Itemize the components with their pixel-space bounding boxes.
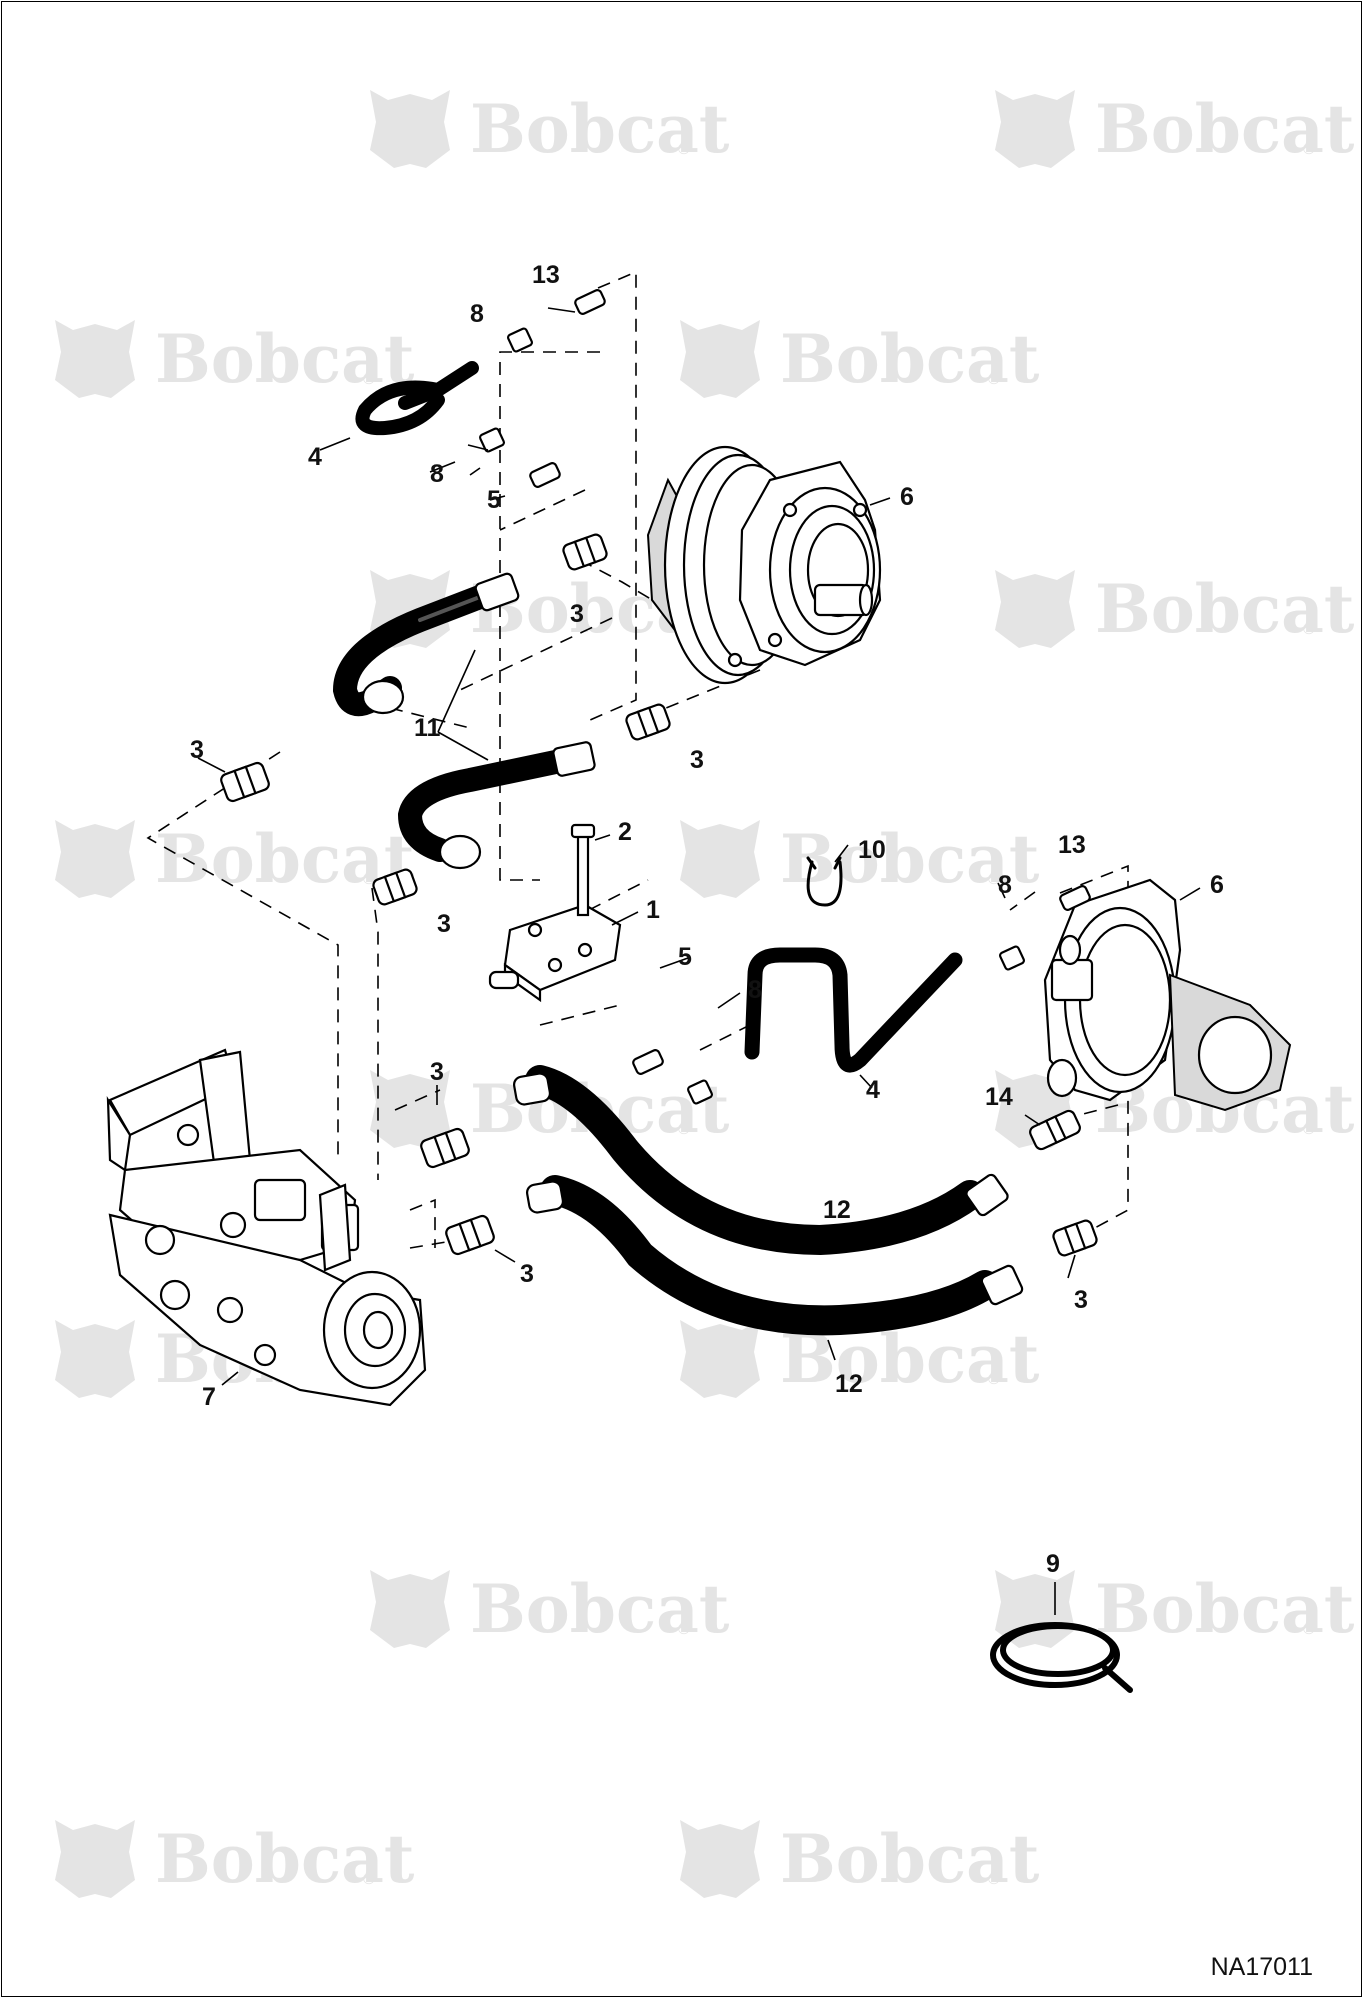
callout-10: 10: [858, 836, 886, 864]
bobcat-logo-icon: [995, 570, 1075, 648]
callout-3-b: 3: [190, 736, 204, 764]
callout-3-a: 3: [570, 600, 584, 628]
watermark-brand-text: Bobcat: [780, 320, 1040, 398]
bobcat-logo-icon: [680, 1320, 760, 1398]
callout-3-c: 3: [690, 746, 704, 774]
bobcat-logo-icon: [55, 820, 135, 898]
case-drain-hose-lower: [744, 947, 963, 1073]
callout-12-upper: 12: [823, 1196, 851, 1224]
bobcat-logo-icon: [370, 90, 450, 168]
bobcat-logo-icon: [680, 820, 760, 898]
watermark-brand-text: Bobcat: [1095, 1570, 1355, 1648]
watermark-registered-mark: ®: [678, 141, 690, 158]
hydraulic-hoses-11: [332, 572, 596, 870]
callout-8-upper-b: 8: [430, 460, 444, 488]
watermark-registered-mark: ®: [1303, 1121, 1315, 1138]
coiled-hose: [990, 1622, 1133, 1693]
callout-8-lower-a: 8: [998, 871, 1012, 899]
watermark-brand-text: Bobcat: [155, 820, 415, 898]
bobcat-watermark: Bobcat®: [370, 1570, 730, 1648]
callout-5-upper: 5: [487, 486, 501, 514]
watermark-registered-mark: ®: [363, 371, 375, 388]
callout-6-lower: 6: [1210, 871, 1224, 899]
callout-3-d: 3: [437, 910, 451, 938]
drive-motor-upper: [646, 445, 882, 685]
callout-4-lower: 4: [866, 1076, 880, 1104]
callout-13-lower: 13: [1058, 831, 1086, 859]
watermark-registered-mark: ®: [988, 1871, 1000, 1888]
bobcat-watermark: Bobcat®: [370, 90, 730, 168]
watermark-brand-text: Bobcat: [1095, 90, 1355, 168]
watermark-registered-mark: ®: [363, 871, 375, 888]
watermark-registered-mark: ®: [988, 871, 1000, 888]
callout-8-lower-b: 8: [748, 976, 762, 1004]
leader-lines: [197, 307, 1201, 1615]
callout-7: 7: [202, 1383, 216, 1411]
bobcat-logo-icon: [55, 320, 135, 398]
bobcat-watermark: Bobcat®: [55, 320, 415, 398]
callout-3-f: 3: [520, 1260, 534, 1288]
watermark-brand-text: Bobcat: [155, 320, 415, 398]
bobcat-watermark: Bobcat®: [55, 820, 415, 898]
callout-2: 2: [618, 818, 632, 846]
watermark-registered-mark: ®: [1303, 621, 1315, 638]
watermark-brand-text: Bobcat: [155, 1820, 415, 1898]
hose-clamp: [806, 856, 843, 907]
watermark-registered-mark: ®: [678, 1621, 690, 1638]
drawing-number: NA17011: [1210, 1953, 1313, 1981]
bobcat-watermark: Bobcat®: [680, 1820, 1040, 1898]
watermark-registered-mark: ®: [363, 1871, 375, 1888]
bobcat-logo-icon: [55, 1320, 135, 1398]
watermark-brand-text: Bobcat: [780, 1820, 1040, 1898]
watermark-registered-mark: ®: [1303, 1621, 1315, 1638]
hydraulic-hoses-12: [512, 1065, 1024, 1336]
watermark-brand-text: Bobcat: [780, 820, 1040, 898]
bobcat-watermark: Bobcat®: [995, 1570, 1355, 1648]
bolt: [570, 823, 596, 917]
callout-6-upper: 6: [900, 483, 914, 511]
callout-11: 11: [414, 714, 441, 742]
bobcat-watermark: Bobcat®: [995, 570, 1355, 648]
drive-motor-lower: [1043, 878, 1292, 1112]
valve-block: [488, 903, 622, 1003]
fittings: [220, 289, 1098, 1257]
bobcat-logo-icon: [995, 90, 1075, 168]
case-drain-hose-upper: [355, 361, 479, 436]
callout-12-lower: 12: [835, 1370, 863, 1398]
bobcat-logo-icon: [370, 1070, 450, 1148]
watermark-registered-mark: ®: [678, 1121, 690, 1138]
hydrostatic-pump: [106, 1048, 427, 1407]
bobcat-watermark: Bobcat®: [680, 320, 1040, 398]
callout-labels: 13 8 4 8 5 6 3 11 3 3 2 10 13 8 6 1 3 5 …: [190, 261, 1224, 1578]
callout-13-upper: 13: [532, 261, 560, 289]
watermark-brand-text: Bobcat: [470, 90, 730, 168]
callout-4-upper: 4: [308, 443, 322, 471]
callout-3-e: 3: [430, 1058, 444, 1086]
callout-5-lower: 5: [678, 943, 692, 971]
callout-3-g: 3: [1074, 1286, 1088, 1314]
bobcat-watermark: Bobcat®: [680, 820, 1040, 898]
watermark-registered-mark: ®: [1303, 141, 1315, 158]
bobcat-watermark: Bobcat®: [55, 1820, 415, 1898]
bobcat-logo-icon: [55, 1820, 135, 1898]
watermark-registered-mark: ®: [988, 1371, 1000, 1388]
callout-1: 1: [646, 896, 660, 924]
callout-9: 9: [1046, 1550, 1060, 1578]
watermark-brand-text: Bobcat: [1095, 570, 1355, 648]
bobcat-logo-icon: [370, 1570, 450, 1648]
watermark-brand-text: Bobcat: [470, 1570, 730, 1648]
bobcat-watermark: Bobcat®: [995, 90, 1355, 168]
watermark-registered-mark: ®: [988, 371, 1000, 388]
bobcat-logo-icon: [680, 320, 760, 398]
callout-8-upper-a: 8: [470, 300, 484, 328]
callout-14: 14: [985, 1083, 1013, 1111]
bobcat-logo-icon: [680, 1820, 760, 1898]
